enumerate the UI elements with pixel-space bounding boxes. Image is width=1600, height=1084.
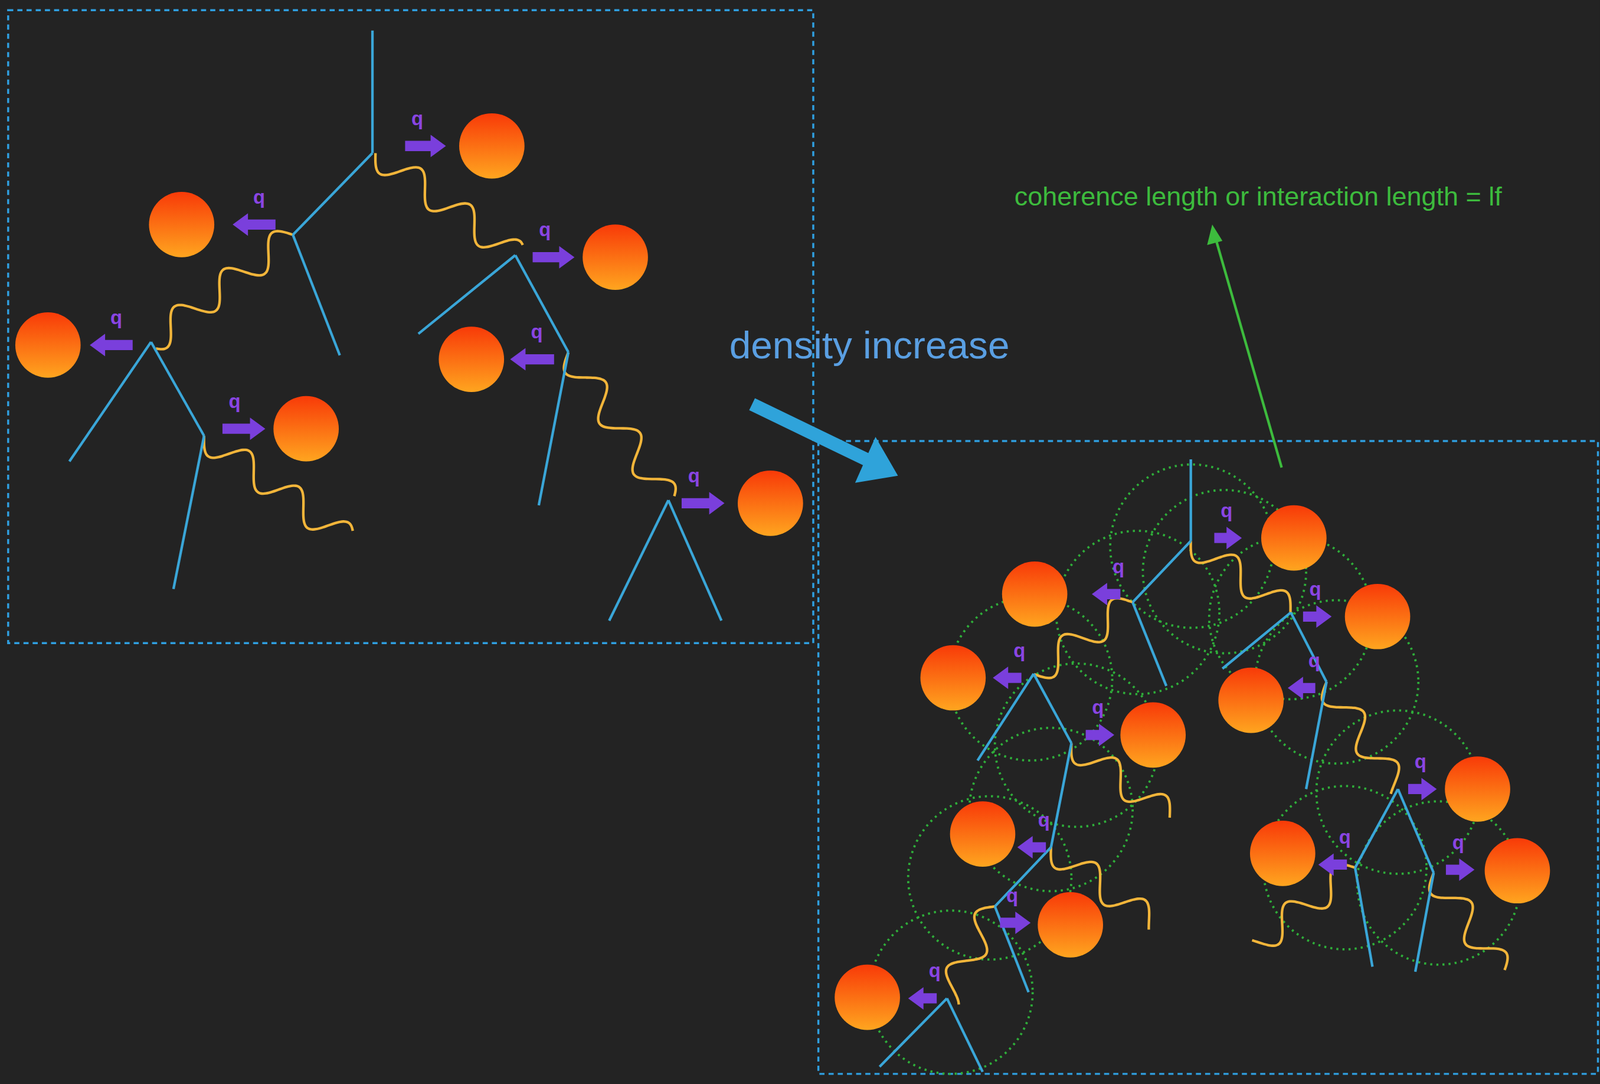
- momentum-arrow: [532, 246, 575, 269]
- parton-line: [1051, 743, 1072, 847]
- momentum-arrow: [681, 491, 725, 515]
- momentum-label: q: [1452, 832, 1465, 852]
- scattering-center: [15, 312, 81, 378]
- sparse-region: [8, 10, 814, 643]
- parton-line: [173, 435, 205, 589]
- gluon-line: [1322, 681, 1400, 794]
- momentum-label: q: [1038, 809, 1050, 830]
- scattering-center: [273, 396, 339, 462]
- parton-line: [1132, 601, 1167, 686]
- scattering-center: [920, 645, 987, 711]
- parton-line: [1306, 681, 1327, 790]
- scattering-center: [459, 113, 525, 179]
- momentum-label: q: [928, 960, 941, 981]
- momentum-arrow: [509, 348, 554, 371]
- momentum-arrow: [1445, 858, 1475, 881]
- parton-line: [1355, 788, 1399, 867]
- coherence-leader: [1216, 240, 1282, 468]
- momentum-label: q: [228, 391, 241, 411]
- parton-line: [371, 30, 374, 153]
- momentum-label: q: [1013, 640, 1026, 660]
- scattering-center: [1002, 561, 1068, 627]
- scattering-center: [737, 470, 804, 536]
- scattering-center: [1120, 702, 1186, 768]
- momentum-label: q: [1414, 751, 1427, 771]
- parton-line: [292, 152, 373, 235]
- scattering-center: [1250, 820, 1316, 886]
- momentum-arrow: [404, 134, 446, 157]
- parton-line: [292, 234, 340, 356]
- parton-line: [538, 351, 569, 505]
- momentum-label: q: [110, 307, 123, 327]
- momentum-arrow: [1085, 723, 1115, 746]
- momentum-label: q: [1308, 650, 1321, 670]
- dense-region: [818, 440, 1599, 1074]
- parton-line: [609, 499, 669, 621]
- momentum-label: q: [411, 108, 424, 129]
- momentum-label: q: [1112, 556, 1125, 577]
- momentum-arrow: [232, 213, 276, 236]
- parton-line: [1355, 867, 1373, 967]
- momentum-arrow: [999, 911, 1031, 934]
- parton-line: [1222, 612, 1291, 669]
- density-label: density increase: [729, 325, 1010, 365]
- momentum-arrow: [1408, 777, 1437, 800]
- scattering-center: [1444, 756, 1511, 822]
- momentum-label: q: [1309, 578, 1322, 599]
- gluon-line: [946, 905, 996, 1004]
- density-arrow-shaft: [751, 404, 873, 463]
- momentum-label: q: [688, 465, 700, 486]
- parton-line: [69, 341, 152, 461]
- parton-line: [418, 254, 516, 334]
- parton-line: [668, 499, 722, 621]
- scattering-center: [582, 224, 649, 290]
- momentum-arrow: [222, 417, 266, 440]
- coherence-circle: [1055, 530, 1220, 695]
- parton-line: [946, 998, 983, 1072]
- parton-line: [151, 341, 205, 436]
- parton-line: [1415, 872, 1434, 972]
- momentum-arrow: [89, 333, 133, 356]
- gluon-line: [563, 351, 676, 496]
- momentum-arrow: [1214, 526, 1242, 549]
- parton-line: [1189, 459, 1193, 541]
- momentum-arrow: [1091, 582, 1121, 605]
- momentum-label: q: [538, 220, 551, 240]
- momentum-label: q: [1006, 885, 1019, 905]
- scattering-center: [148, 191, 215, 258]
- momentum-arrow: [1303, 604, 1332, 628]
- scattering-center: [438, 326, 505, 392]
- parton-line: [1033, 673, 1072, 744]
- momentum-arrow: [1318, 852, 1347, 876]
- scattering-center: [1218, 667, 1284, 734]
- momentum-arrow: [1017, 835, 1046, 859]
- coherence-leader-head: [1206, 224, 1223, 245]
- scattering-center: [834, 964, 901, 1030]
- momentum-label: q: [1339, 826, 1351, 847]
- parton-line: [1398, 788, 1435, 873]
- scattering-center: [1345, 583, 1411, 650]
- momentum-arrow: [908, 986, 937, 1010]
- parton-line: [515, 254, 569, 352]
- momentum-label: q: [253, 187, 265, 207]
- scattering-center: [1484, 837, 1551, 903]
- momentum-label: q: [530, 321, 543, 342]
- momentum-arrow: [992, 666, 1022, 689]
- coherence-label: coherence length or interaction length =…: [1014, 182, 1503, 209]
- scattering-center: [1037, 891, 1104, 958]
- scattering-center: [1261, 505, 1327, 571]
- momentum-arrow: [1287, 676, 1316, 699]
- momentum-label: q: [1220, 500, 1233, 520]
- density-arrow-head: [855, 436, 899, 483]
- momentum-label: q: [1091, 697, 1104, 718]
- parton-line: [1132, 540, 1191, 602]
- scattering-center: [950, 800, 1016, 867]
